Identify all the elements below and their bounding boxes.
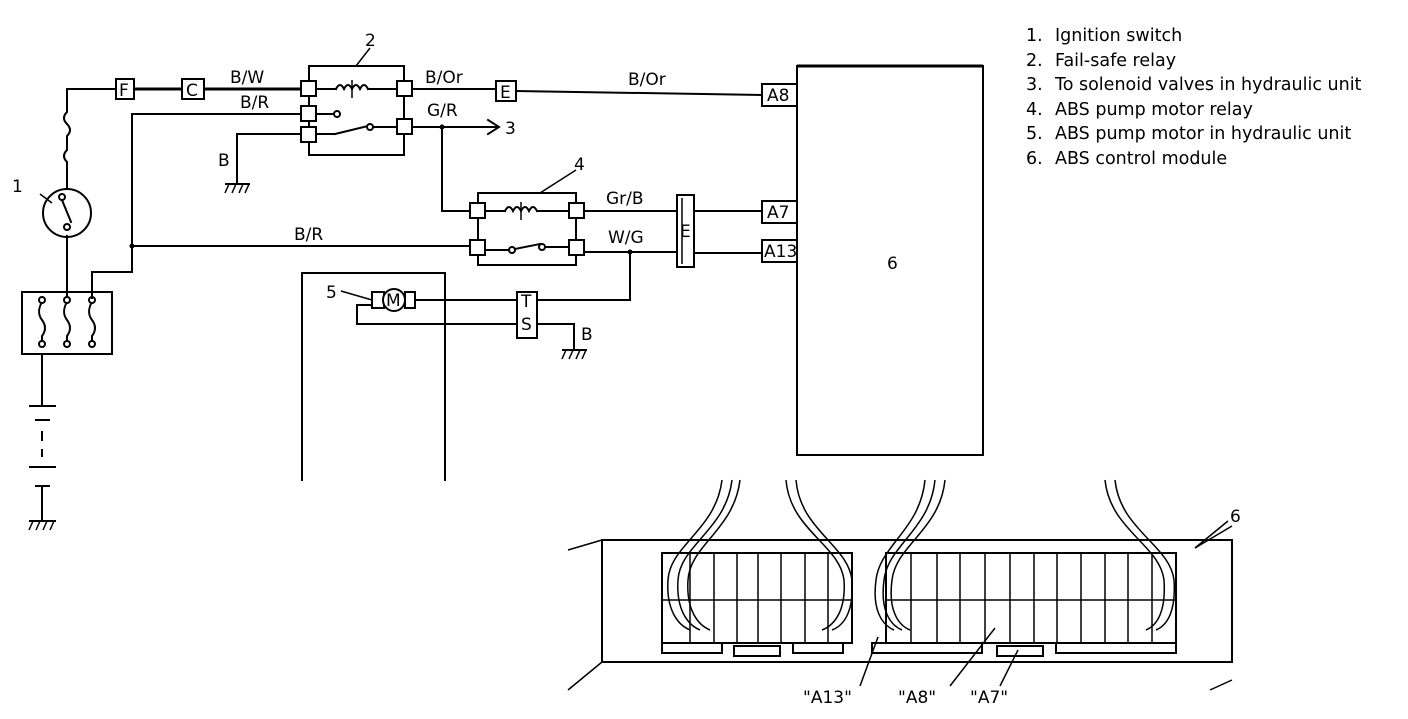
pin-a8 <box>761 83 798 107</box>
battery <box>29 353 56 521</box>
pin-a8-label: A8 <box>767 86 789 106</box>
wire-label-wg: W/G <box>608 228 644 248</box>
arrow-to-solenoid <box>486 118 501 136</box>
fuse-ignition <box>63 91 71 190</box>
wire-b-ground-motor <box>536 323 575 351</box>
legend-text: To solenoid valves in hydraulic unit <box>1055 75 1362 96</box>
wire-label-grb: Gr/B <box>606 189 644 209</box>
connector-t-label: T <box>520 292 532 312</box>
connector-ts <box>516 291 538 339</box>
connector-f-label: F <box>119 81 129 101</box>
pin-a13-label: A13 <box>764 242 797 262</box>
legend-num: 6. <box>1026 148 1043 169</box>
legend-num: 2. <box>1026 50 1043 71</box>
legend-item: 6. ABS control module <box>1026 147 1396 172</box>
legend-num: 3. <box>1026 75 1043 96</box>
fuse-box <box>21 291 113 355</box>
legend-item: 3. To solenoid valves in hydraulic unit <box>1026 73 1396 98</box>
pump-motor: M <box>356 288 518 325</box>
legend-item: 4. ABS pump motor relay <box>1026 98 1396 123</box>
wire-label-bor-left: B/Or <box>425 68 463 88</box>
ground-battery <box>28 520 56 531</box>
connector-block-right <box>871 552 1177 657</box>
module-connector-view <box>567 479 1233 691</box>
ground-relay <box>224 183 250 194</box>
callout-6-module: 6 <box>887 254 898 274</box>
wire-label-gr: G/R <box>427 101 458 121</box>
legend-text: ABS control module <box>1055 148 1228 169</box>
legend-item: 1. Ignition switch <box>1026 24 1396 49</box>
connector-e-top-label: E <box>500 83 511 103</box>
wire-label-b-motor: B <box>581 325 593 345</box>
fail-safe-relay <box>300 47 413 156</box>
callout-4: 4 <box>574 155 585 175</box>
wire-bor-right <box>514 89 764 97</box>
legend-text: Ignition switch <box>1055 26 1183 46</box>
wire-gr-to-pump-relay <box>441 126 471 212</box>
connector-e-mid-label: E <box>680 222 691 242</box>
hydraulic-unit-outline <box>301 272 446 481</box>
motor-label: M <box>386 291 401 311</box>
junction-br <box>129 243 135 249</box>
callout-5: 5 <box>326 283 337 303</box>
wire-label-br-top: B/R <box>240 93 269 113</box>
callout-2: 2 <box>365 31 376 51</box>
wire-b-ground-relay <box>236 133 302 185</box>
pin-a13 <box>761 239 798 263</box>
wire-ignition-to-f <box>66 88 125 93</box>
wire-label-b-relay: B <box>218 151 230 171</box>
pin-a7-label: A7 <box>767 203 789 223</box>
legend-num: 5. <box>1026 124 1043 145</box>
connector-c-label: C <box>186 81 198 101</box>
legend-text: ABS pump motor relay <box>1055 99 1253 120</box>
pin-label-a7: "A7" <box>970 688 1008 708</box>
pin-label-a8: "A8" <box>898 688 936 708</box>
legend-item: 5. ABS pump motor in hydraulic unit <box>1026 122 1396 147</box>
ground-motor <box>561 349 587 360</box>
legend-text: Fail-safe relay <box>1055 50 1177 71</box>
wire-label-bw: B/W <box>230 68 264 88</box>
legend: 1. Ignition switch 2. Fail-safe relay 3. To… <box>1026 24 1396 172</box>
legend-num: 1. <box>1026 26 1043 46</box>
wire-label-br-mid: B/R <box>294 225 323 245</box>
wire-harness-bundles <box>667 479 1176 631</box>
callout-6-view: 6 <box>1230 507 1241 527</box>
callout-1: 1 <box>12 177 23 197</box>
legend-num: 4. <box>1026 99 1043 120</box>
callout-3: 3 <box>505 119 516 139</box>
pump-motor-relay <box>469 169 585 266</box>
wire-wg-to-motor <box>537 251 631 301</box>
connector-s-label: S <box>521 315 532 335</box>
wire-br-feed <box>91 113 301 299</box>
ignition-switch <box>39 188 92 238</box>
pin-a7 <box>761 200 798 224</box>
wire-label-bor-right: B/Or <box>628 70 666 90</box>
legend-text: ABS pump motor in hydraulic unit <box>1055 124 1352 145</box>
legend-item: 2. Fail-safe relay <box>1026 49 1396 74</box>
pin-label-a13: "A13" <box>803 688 852 708</box>
